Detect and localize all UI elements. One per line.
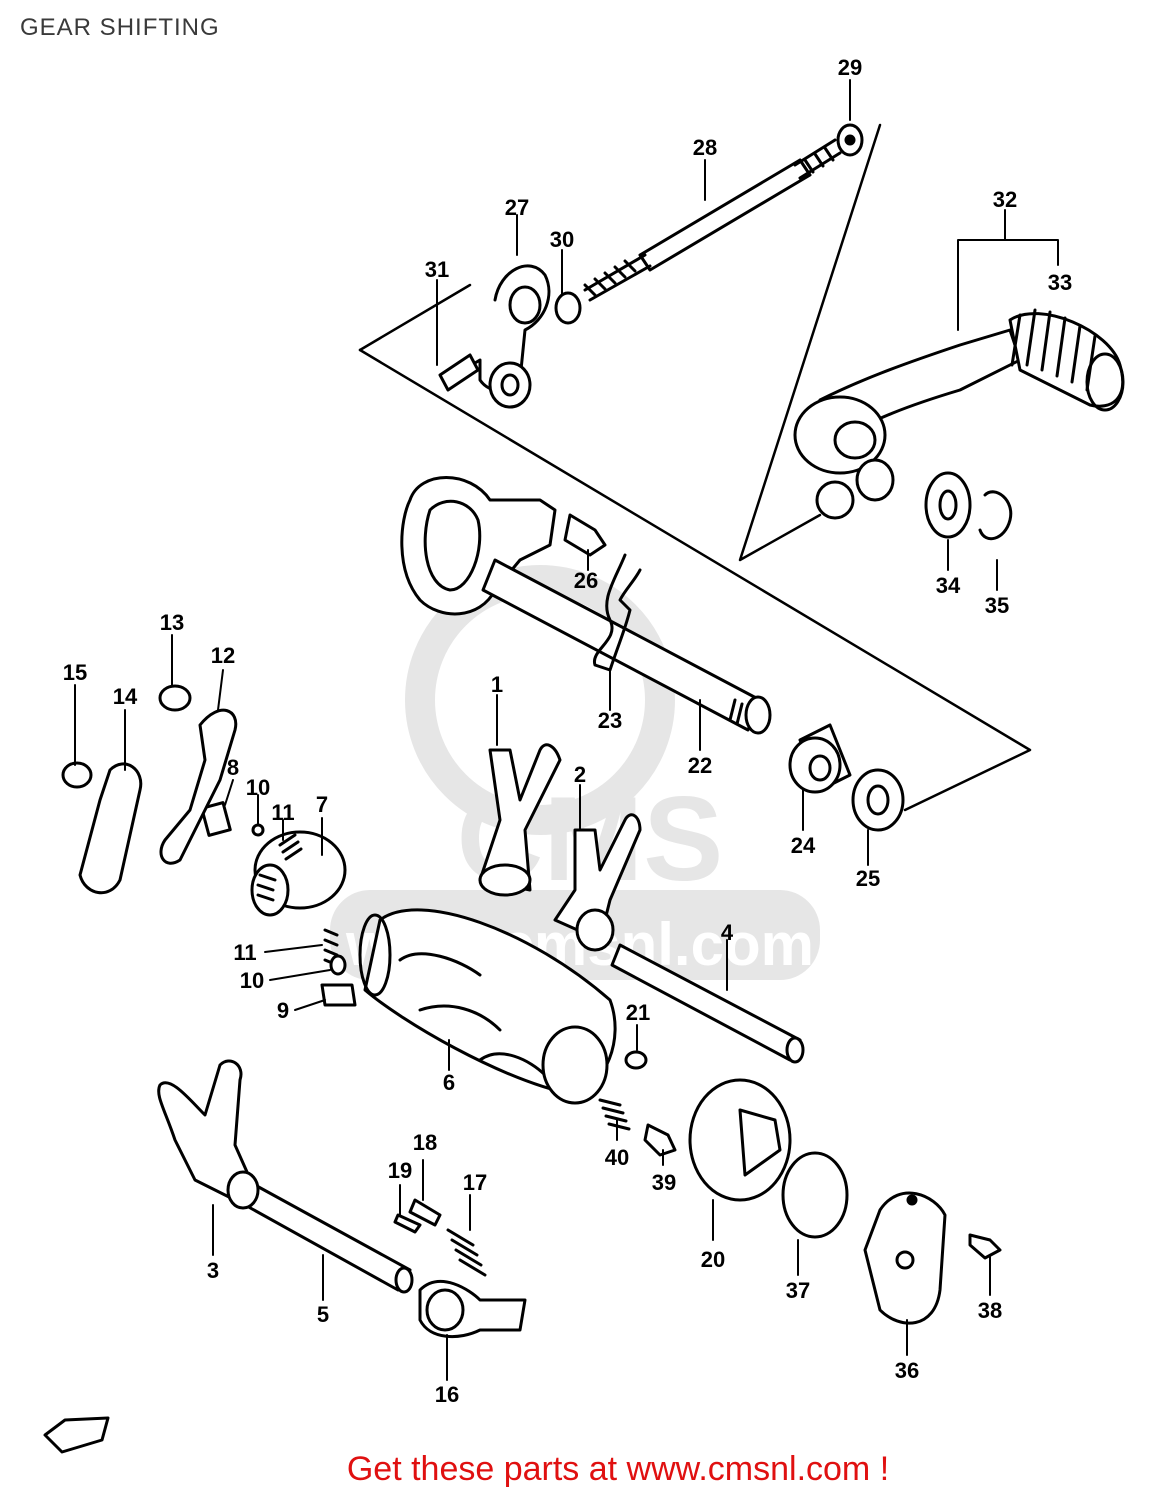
callout-10a: 10: [246, 775, 270, 800]
pin-21: [624, 1050, 648, 1070]
callout-34: 34: [936, 573, 961, 598]
callout-40: 40: [605, 1145, 629, 1170]
spring-11-lower: [323, 928, 339, 967]
o-ring-37: [781, 1151, 849, 1239]
callout-3: 3: [207, 1258, 219, 1283]
cam-driven-gear: [250, 830, 347, 917]
oil-seal: [851, 768, 905, 832]
callout-23: 23: [598, 708, 622, 733]
callout-39: 39: [652, 1170, 676, 1195]
callout-1: 1: [491, 672, 503, 697]
callout-9: 9: [277, 998, 289, 1023]
callout-27: 27: [505, 195, 529, 220]
callout-20: 20: [701, 1247, 725, 1272]
callout-22: 22: [688, 753, 712, 778]
shift-arm: [438, 264, 582, 409]
shift-fork-3: [157, 1059, 260, 1210]
callout-12: 12: [211, 643, 235, 668]
callout-4: 4: [721, 920, 734, 945]
callout-7: 7: [316, 792, 328, 817]
gearshift-cam-plate-20: [688, 1078, 792, 1202]
callout-16: 16: [435, 1382, 459, 1407]
cam-guide-12: [159, 708, 238, 865]
bushing: [788, 723, 852, 794]
callout-33: 33: [1048, 270, 1072, 295]
callout-37: 37: [786, 1278, 810, 1303]
screw-38: [968, 1233, 1002, 1260]
callout-10b: 10: [240, 968, 264, 993]
callout-2: 2: [574, 762, 586, 787]
callout-32: 32: [993, 187, 1017, 212]
screw-13: [158, 684, 192, 712]
bolt-26: [563, 513, 607, 557]
cmsnl-parts-link[interactable]: Get these parts at www.cmsnl.com !: [0, 1450, 1176, 1489]
callout-18: 18: [413, 1130, 437, 1155]
assembly-boundary-lines: [358, 123, 1032, 812]
circlip-35: [978, 490, 1013, 541]
screw-15: [61, 761, 93, 789]
washer-19: [393, 1213, 422, 1234]
pin-10-lower: [329, 954, 347, 976]
callout-26: 26: [574, 568, 598, 593]
callout-38: 38: [978, 1298, 1002, 1323]
callout-6: 6: [443, 1070, 455, 1095]
fork-shaft-5: [243, 1183, 412, 1292]
gear-shift-shaft: [583, 123, 864, 302]
bolt-18: [408, 1198, 442, 1227]
pawl-lifter-plate-14: [78, 762, 143, 895]
pawl-pin-9: [320, 983, 357, 1007]
gearshift-shaft-assembly: [400, 476, 772, 735]
shift-fork-2: [553, 813, 642, 952]
shift-fork-1: [478, 743, 562, 897]
callout-24: 24: [791, 833, 816, 858]
callout-13: 13: [160, 610, 184, 635]
gear-shift-lever: [793, 308, 1125, 520]
cmsnl-parts-link-text[interactable]: Get these parts at www.cmsnl.com !: [346, 1450, 890, 1488]
pin-39: [643, 1123, 677, 1157]
callout-leader-lines: [74, 79, 1059, 1381]
front-direction-arrow: [43, 1416, 110, 1454]
callout-14: 14: [113, 684, 138, 709]
callout-30: 30: [550, 227, 574, 252]
washer-34: [924, 471, 972, 539]
page-title: GEAR SHIFTING: [20, 14, 220, 41]
callout-29: 29: [838, 55, 862, 80]
callout-17: 17: [463, 1170, 487, 1195]
spring-40: [598, 1098, 631, 1131]
callout-28: 28: [693, 135, 717, 160]
gearshift-cam-drum: [358, 908, 617, 1105]
spring-11-upper: [278, 833, 303, 861]
callout-11b: 11: [233, 940, 256, 965]
callout-31: 31: [425, 257, 449, 282]
callout-5: 5: [317, 1302, 329, 1327]
callout-15: 15: [63, 660, 87, 685]
callout-36: 36: [895, 1358, 919, 1383]
return-spring: [593, 553, 642, 672]
callout-8: 8: [227, 755, 239, 780]
callout-25: 25: [856, 866, 880, 891]
callout-11a: 11: [271, 800, 294, 825]
callout-19: 19: [388, 1158, 412, 1183]
gear-position-cover-36: [863, 1191, 947, 1325]
callout-35: 35: [985, 593, 1009, 618]
pin-10-upper: [251, 823, 265, 837]
pawl-8: [200, 801, 232, 837]
spring-17: [446, 1228, 487, 1277]
callout-21: 21: [626, 1000, 650, 1025]
